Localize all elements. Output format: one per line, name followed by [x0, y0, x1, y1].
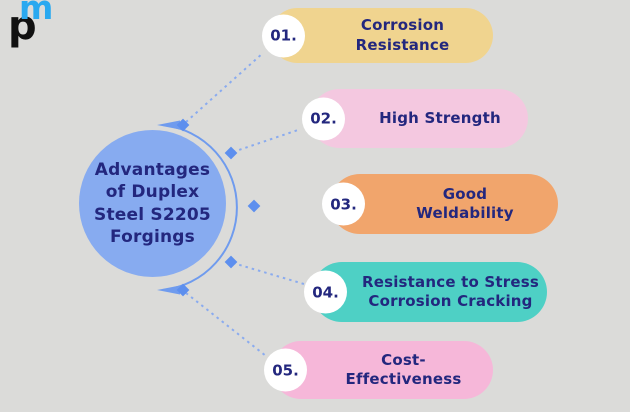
- diamond-node: [224, 146, 238, 160]
- pill-number-badge: 01.: [262, 14, 305, 57]
- diamond-node: [247, 199, 261, 213]
- pill-label: Corrosion Resistance: [355, 16, 450, 54]
- advantage-pill-3: 03. Good Weldability: [322, 174, 558, 234]
- advantage-pill-4: 04. Resistance to Stress Corrosion Crack…: [304, 262, 547, 322]
- dotted-connector-2: [232, 129, 299, 153]
- connector-arc: [162, 124, 238, 291]
- pill-number-badge: 05.: [264, 348, 307, 392]
- pill-number-badge: 02.: [302, 97, 345, 140]
- pill-number: 03.: [330, 195, 357, 213]
- logo-m-letter: m: [19, 0, 54, 27]
- pill-label: Resistance to Stress Corrosion Cracking: [361, 272, 540, 311]
- diamond-node: [176, 118, 190, 132]
- diamond-node: [176, 283, 190, 297]
- dotted-connector-4: [232, 262, 305, 285]
- main-topic-title: Advantages of Duplex Steel S2205 Forging…: [94, 160, 211, 247]
- pill-number: 01.: [270, 26, 297, 45]
- advantage-pill-5: 05. Cost- Effectiveness: [264, 341, 493, 399]
- pill-number: 05.: [272, 361, 299, 379]
- pill-number-badge: 04.: [304, 270, 347, 314]
- pill-label: High Strength: [379, 108, 501, 127]
- diamond-node: [224, 255, 238, 269]
- pill-number: 04.: [312, 283, 339, 301]
- pill-number-badge: 03.: [322, 182, 365, 226]
- arc-arrowhead-top: [157, 120, 180, 130]
- dotted-connector-1: [185, 52, 264, 123]
- pill-label: Good Weldability: [416, 184, 514, 223]
- pill-label: Cost- Effectiveness: [345, 350, 462, 389]
- pill-number: 02.: [310, 109, 337, 128]
- advantage-pill-2: 02. High Strength: [302, 89, 528, 148]
- advantage-pill-1: 01. Corrosion Resistance: [262, 8, 493, 63]
- brand-logo: p m: [8, 0, 64, 66]
- main-topic-circle: Advantages of Duplex Steel S2205 Forging…: [79, 130, 226, 277]
- dotted-connector-5: [185, 292, 267, 357]
- logo-p-letter: p: [8, 3, 37, 49]
- arc-arrowhead-bottom: [157, 285, 180, 295]
